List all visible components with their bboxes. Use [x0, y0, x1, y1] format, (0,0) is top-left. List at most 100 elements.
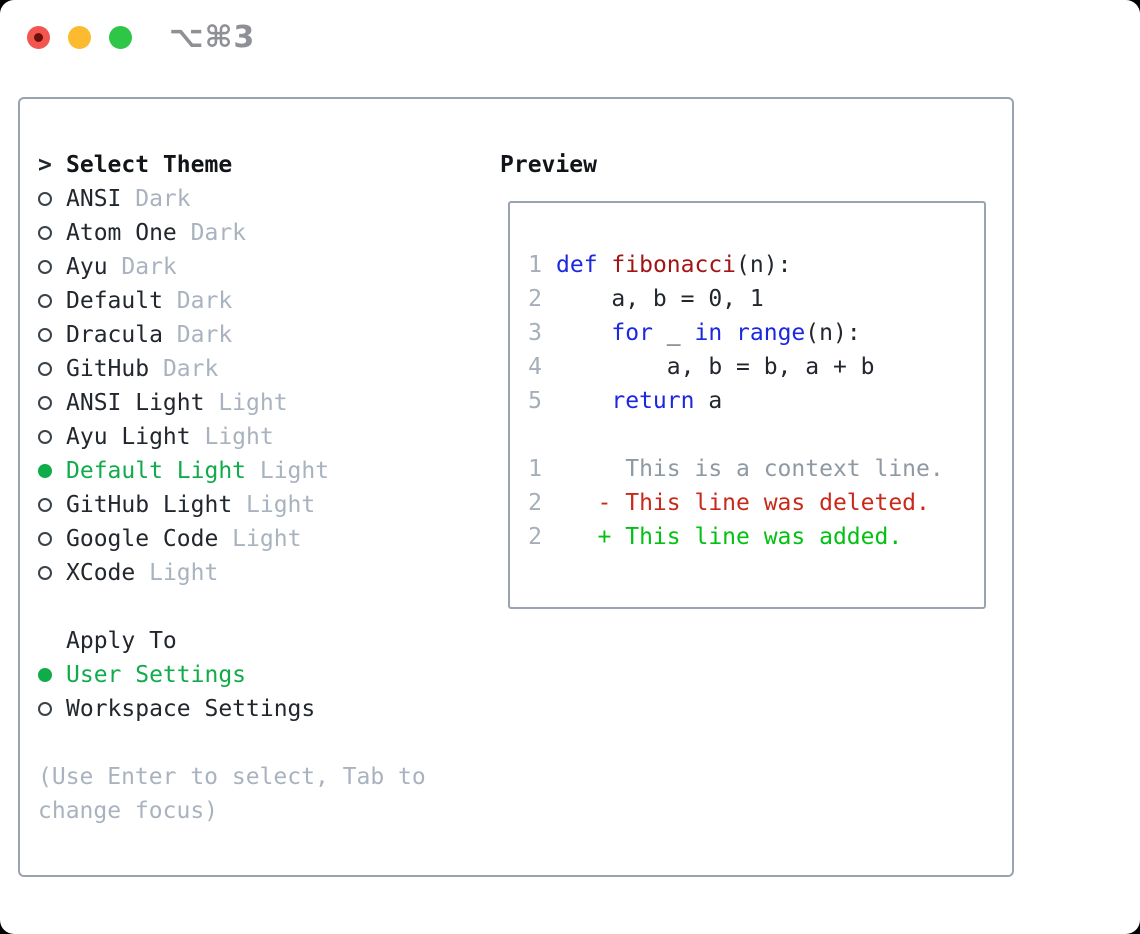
option-workspace-settings[interactable]: Workspace Settings: [38, 692, 478, 726]
token-pl: a, b = 0, 1: [556, 286, 764, 312]
row-label: ANSI Light Light: [66, 386, 288, 420]
token-pl: _: [652, 320, 695, 346]
token-pl: (n):: [805, 320, 861, 346]
row-label: ANSI Dark: [66, 182, 191, 216]
spacer-row: [38, 590, 478, 624]
line-number: 2: [528, 524, 542, 550]
row-name: User Settings: [66, 662, 247, 688]
radio-unselected-icon: [38, 328, 52, 342]
row-label: Workspace Settings: [66, 692, 315, 726]
token-add: + This line was added.: [556, 524, 903, 550]
row-variant: Light: [218, 526, 302, 552]
row-variant: Light: [135, 560, 219, 586]
row-variant: Dark: [121, 186, 191, 212]
radio-selected-icon: [38, 464, 52, 478]
option-ansi[interactable]: ANSI Dark: [38, 182, 478, 216]
token-pl: a: [694, 388, 723, 414]
row-variant: Light: [190, 424, 274, 450]
row-name: GitHub: [66, 356, 150, 382]
prompt-caret-icon: >: [38, 152, 52, 178]
radio-marker: [38, 260, 66, 274]
option-atom-one[interactable]: Atom One Dark: [38, 216, 478, 250]
radio-marker: [38, 566, 66, 580]
row-label: Ayu Dark: [66, 250, 177, 284]
code-text: return a: [556, 384, 722, 418]
radio-marker: [38, 430, 66, 444]
row-variant: Dark: [176, 220, 247, 246]
row-label: Apply To: [66, 624, 177, 658]
radio-unselected-icon: [38, 362, 52, 376]
header-apply-to: Apply To: [38, 624, 478, 658]
radio-marker: [38, 362, 66, 376]
radio-unselected-icon: [38, 532, 52, 546]
option-ayu[interactable]: Ayu Dark: [38, 250, 478, 284]
code-text: + This line was added.: [556, 520, 903, 554]
option-default-light[interactable]: Default Light Light: [38, 454, 478, 488]
help-text-line: change focus): [38, 794, 478, 828]
code-text: - This line was deleted.: [556, 486, 930, 520]
radio-unselected-icon: [38, 294, 52, 308]
code-line: [528, 418, 944, 452]
close-dot-icon: [34, 33, 43, 42]
row-name: Select Theme: [66, 152, 233, 178]
code-line: 3 for _ in range(n):: [528, 316, 944, 350]
window-title: ⌥⌘3: [169, 19, 256, 55]
row-variant: Light: [246, 458, 330, 484]
row-name: XCode: [66, 560, 136, 586]
option-github[interactable]: GitHub Dark: [38, 352, 478, 386]
token-kw: range: [736, 320, 806, 346]
row-name: ANSI Light: [66, 390, 205, 416]
code-line: 4 a, b = b, a + b: [528, 350, 944, 384]
code-line: 5 return a: [528, 384, 944, 418]
code-text: def fibonacci(n):: [556, 248, 791, 282]
option-github-light[interactable]: GitHub Light Light: [38, 488, 478, 522]
radio-marker: [38, 532, 66, 546]
radio-unselected-icon: [38, 192, 52, 206]
row-label: GitHub Dark: [66, 352, 218, 386]
close-button[interactable]: [27, 26, 50, 49]
row-variant: Light: [204, 390, 288, 416]
option-default[interactable]: Default Dark: [38, 284, 478, 318]
code-text: This is a context line.: [556, 452, 944, 486]
token-kw: def: [556, 252, 598, 278]
token-kw: for: [611, 320, 653, 346]
row-name: ANSI: [66, 186, 122, 212]
radio-marker: [38, 396, 66, 410]
radio-unselected-icon: [38, 566, 52, 580]
code-line: 2 a, b = 0, 1: [528, 282, 944, 316]
row-variant: Dark: [149, 356, 219, 382]
header-select-theme: > Select Theme: [38, 148, 478, 182]
option-user-settings[interactable]: User Settings: [38, 658, 478, 692]
option-ayu-light[interactable]: Ayu Light Light: [38, 420, 478, 454]
code-text: a, b = b, a + b: [556, 350, 875, 384]
row-name: Atom One: [66, 220, 177, 246]
token-kw: in: [694, 320, 723, 346]
code-line: 2 - This line was deleted.: [528, 486, 944, 520]
radio-unselected-icon: [38, 702, 52, 716]
radio-marker: [38, 668, 66, 682]
row-label: User Settings: [66, 658, 246, 692]
radio-marker: [38, 192, 66, 206]
token-fn: fibonacci: [611, 252, 737, 278]
row-name: Workspace Settings: [66, 696, 316, 722]
row-label: Default Dark: [66, 284, 232, 318]
option-google-code[interactable]: Google Code Light: [38, 522, 478, 556]
code-text: a, b = 0, 1: [556, 282, 764, 316]
option-dracula[interactable]: Dracula Dark: [38, 318, 478, 352]
token-kw: return: [611, 388, 695, 414]
code-line: 2 + This line was added.: [528, 520, 944, 554]
row-label: Ayu Light Light: [66, 420, 274, 454]
code-text: for _ in range(n):: [556, 316, 861, 350]
minimize-button[interactable]: [68, 26, 91, 49]
token-pl: [722, 320, 736, 346]
help-text: (Use Enter to select, Tab to: [38, 764, 426, 790]
option-ansi-light[interactable]: ANSI Light Light: [38, 386, 478, 420]
radio-unselected-icon: [38, 498, 52, 512]
zoom-button[interactable]: [109, 26, 132, 49]
option-xcode[interactable]: XCode Light: [38, 556, 478, 590]
radio-marker: [38, 498, 66, 512]
